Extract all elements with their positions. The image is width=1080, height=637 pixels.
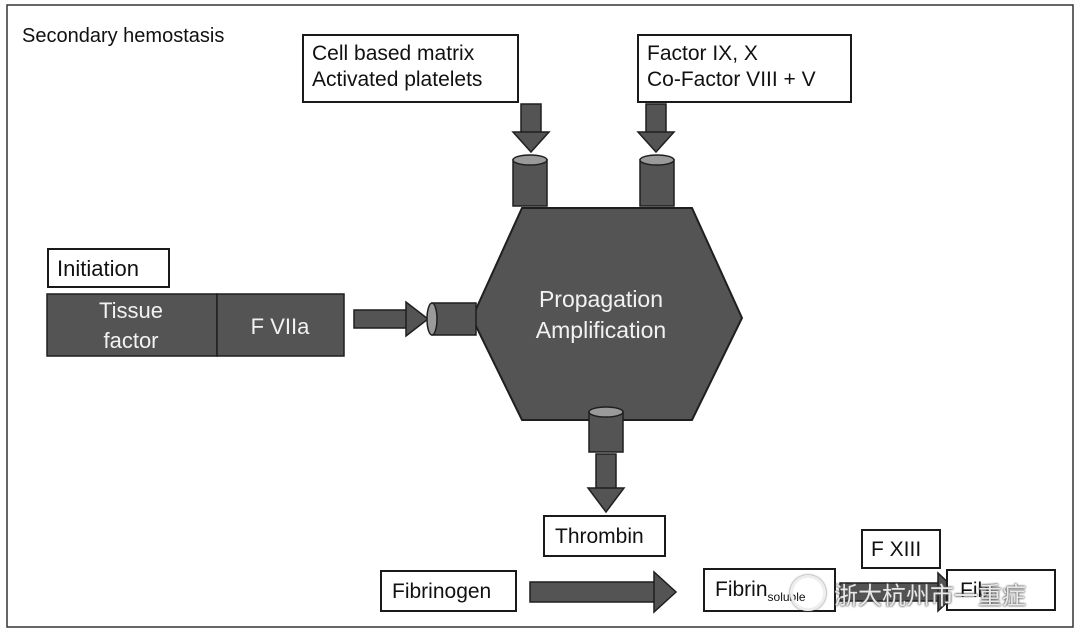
watermark-text: 浙大杭州市一重症 xyxy=(834,582,1026,610)
initiation-label-box: Initiation xyxy=(47,248,170,288)
fibrinogen-box: Fibrinogen xyxy=(380,570,517,612)
fibrin-soluble-label: Fibrin xyxy=(715,578,768,601)
tissue-factor-block xyxy=(46,293,218,357)
wechat-icon xyxy=(790,575,826,611)
thrombin-receptor-icon xyxy=(588,406,624,453)
factors-input-line2: Co-Factor VIII + V xyxy=(647,68,816,91)
thrombin-box: Thrombin xyxy=(543,515,666,557)
diagram-title: Secondary hemostasis xyxy=(22,25,224,47)
factors-arrow xyxy=(636,103,676,154)
initiation-receptor-icon xyxy=(426,302,477,336)
fviia-label: F VIIa xyxy=(251,314,310,339)
watermark: 浙大杭州市一重症 xyxy=(790,566,1050,620)
initiation-arrow xyxy=(353,300,430,338)
hub-label-propagation: Propagation xyxy=(539,286,663,312)
initiation-label: Initiation xyxy=(57,256,139,281)
factors-input-box: Factor IX, X Co-Factor VIII + V xyxy=(637,34,852,103)
fibrinogen-label: Fibrinogen xyxy=(392,580,492,603)
matrix-arrow xyxy=(511,103,551,154)
tissue-factor-label-line2: factor xyxy=(103,328,158,353)
propagation-hexagon xyxy=(470,207,744,421)
matrix-input-box: Cell based matrix Activated platelets xyxy=(302,34,519,103)
factors-receptor-icon xyxy=(639,154,675,207)
fxiii-box: F XIII xyxy=(861,529,941,569)
thrombin-label: Thrombin xyxy=(555,525,644,548)
tissue-factor-label-line1: Tissue xyxy=(99,298,163,323)
fibrin-final-label: Fib xyxy=(960,579,990,602)
fibrinogen-arrow xyxy=(529,570,678,614)
hub-label-amplification: Amplification xyxy=(536,317,666,343)
fibrin-final-box: Fib xyxy=(946,569,1056,611)
fxiii-label: F XIII xyxy=(871,538,922,561)
matrix-input-line1: Cell based matrix xyxy=(312,42,475,65)
thrombin-arrow xyxy=(586,453,626,514)
factors-input-line1: Factor IX, X xyxy=(647,42,758,65)
matrix-input-line2: Activated platelets xyxy=(312,68,483,91)
matrix-receptor-icon xyxy=(512,154,548,207)
fviia-block xyxy=(216,293,345,357)
